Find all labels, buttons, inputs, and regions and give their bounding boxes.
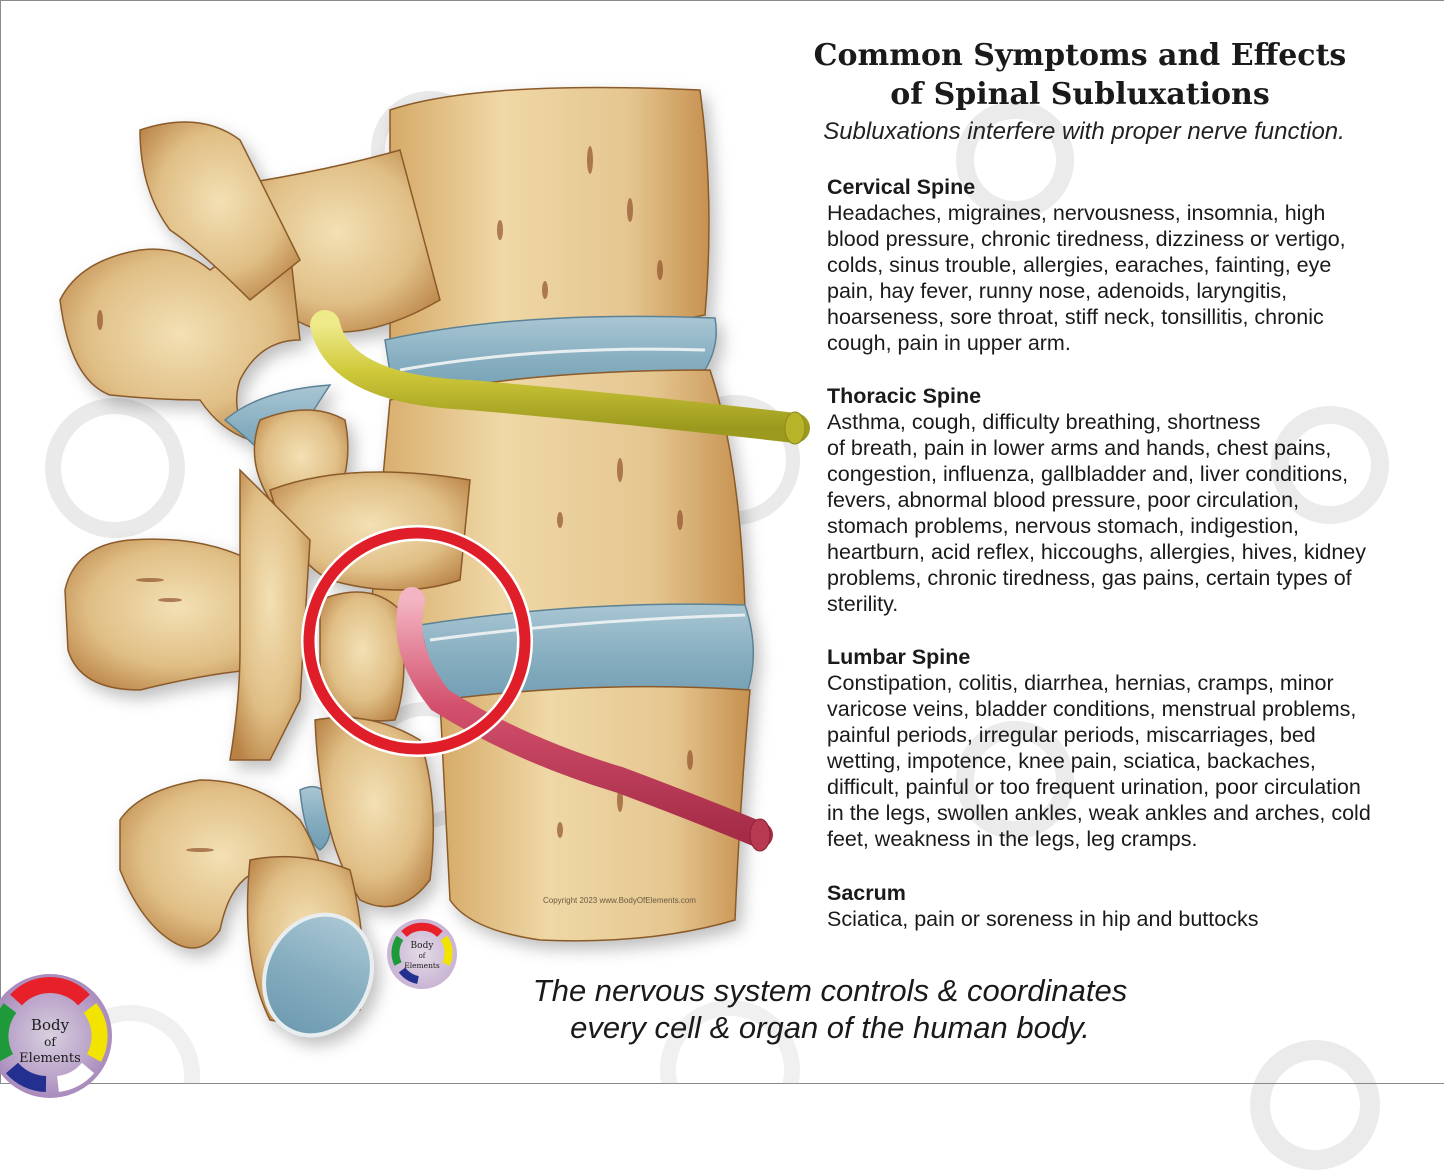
svg-text:Elements: Elements	[404, 961, 440, 970]
watermark-logo	[955, 720, 1075, 840]
middle-lamina	[229, 468, 311, 761]
logo-large: Body of Elements	[0, 972, 114, 1100]
svg-text:Body: Body	[411, 941, 435, 951]
symptom-line: painful periods, irregular periods, misc…	[827, 723, 1316, 747]
pinched-nerve-end	[749, 818, 771, 852]
healthy-nerve	[310, 310, 810, 443]
spine-illustration	[45, 86, 810, 1084]
symptom-line: wetting, impotence, knee pain, sciatica,…	[827, 749, 1316, 773]
svg-text:Body: Body	[31, 1016, 70, 1034]
pinched-nerve	[396, 587, 773, 848]
svg-text:of: of	[44, 1035, 57, 1049]
healthy-nerve-end	[784, 411, 806, 445]
body-of-elements-logo-icon: Body of Elements	[0, 974, 112, 1098]
symptom-line: colds, sinus trouble, allergies, earache…	[827, 253, 1332, 277]
symptom-line: Constipation, colitis, diarrhea, hernias…	[827, 671, 1334, 695]
section-heading: Sacrum	[827, 881, 906, 905]
symptom-line: difficult, painful or too frequent urina…	[827, 775, 1361, 799]
bone-texture	[97, 146, 693, 852]
watermark-logo	[955, 100, 1075, 220]
symptom-line: pain, hay fever, runny nose, adenoids, l…	[827, 279, 1288, 303]
symptom-line: of breath, pain in lower arms and hands,…	[827, 436, 1332, 460]
poster-subtitle: Subluxations interfere with proper nerve…	[823, 118, 1345, 145]
symptom-line: feet, weakness in the legs, leg cramps.	[827, 827, 1198, 851]
svg-text:Elements: Elements	[19, 1051, 81, 1066]
title-line-2: of Spinal Subluxations	[890, 77, 1270, 112]
symptom-line: fevers, abnormal blood pressure, poor ci…	[827, 488, 1300, 512]
symptom-line: congestion, influenza, gallbladder and, …	[827, 462, 1349, 486]
footer-tagline: The nervous system controls & coordinate…	[490, 972, 1170, 1046]
symptom-line: Headaches, migraines, nervousness, insom…	[827, 201, 1326, 225]
upper-spinous-process	[59, 246, 301, 442]
symptom-line: Sciatica, pain or soreness in hip and bu…	[827, 907, 1259, 931]
symptom-line: problems, chronic tiredness, gas pains, …	[827, 566, 1352, 590]
logo-small: Body of Elements	[386, 918, 458, 990]
section-sacrum: Sacrum Sciatica, pain or soreness in hip…	[827, 880, 1427, 932]
section-cervical-spine: Cervical Spine Headaches, migraines, ner…	[827, 174, 1427, 356]
title-line-1: Common Symptoms and Effects	[813, 38, 1347, 73]
symptom-line: cough, pain in upper arm.	[827, 331, 1071, 355]
symptom-line: sterility.	[827, 592, 899, 616]
footer-line-1: The nervous system controls & coordinate…	[532, 973, 1128, 1008]
lower-pedicle	[314, 716, 435, 908]
section-heading: Lumbar Spine	[827, 645, 971, 669]
symptom-line: Asthma, cough, difficulty breathing, sho…	[827, 410, 1261, 434]
symptom-line: heartburn, acid reflex, hiccoughs, aller…	[827, 540, 1366, 564]
footer-line-2: every cell & organ of the human body.	[570, 1010, 1090, 1045]
symptom-line: in the legs, swollen ankles, weak ankles…	[827, 801, 1371, 825]
symptom-line: stomach problems, nervous stomach, indig…	[827, 514, 1300, 538]
cut-pedicle-surface	[262, 912, 374, 1038]
symptom-line: hoarseness, sore throat, stiff neck, ton…	[827, 305, 1324, 329]
symptom-line: blood pressure, chronic tiredness, dizzi…	[827, 227, 1346, 251]
upper-lamina	[139, 121, 301, 302]
section-thoracic-spine: Thoracic Spine Asthma, cough, difficulty…	[827, 383, 1427, 617]
watermark-logo	[1270, 405, 1390, 525]
symptom-line: varicose veins, bladder conditions, mens…	[827, 697, 1357, 721]
section-lumbar-spine: Lumbar Spine Constipation, colitis, diar…	[827, 644, 1427, 852]
svg-text:of: of	[419, 952, 427, 960]
poster-title: Common Symptoms and Effects of Spinal Su…	[760, 36, 1400, 114]
watermark-logo	[1250, 1040, 1380, 1170]
section-heading: Thoracic Spine	[827, 384, 982, 408]
copyright-notice: Copyright 2023 www.BodyOfElements.com	[543, 896, 696, 905]
body-of-elements-logo-icon: Body of Elements	[387, 919, 457, 989]
section-heading: Cervical Spine	[827, 175, 976, 199]
